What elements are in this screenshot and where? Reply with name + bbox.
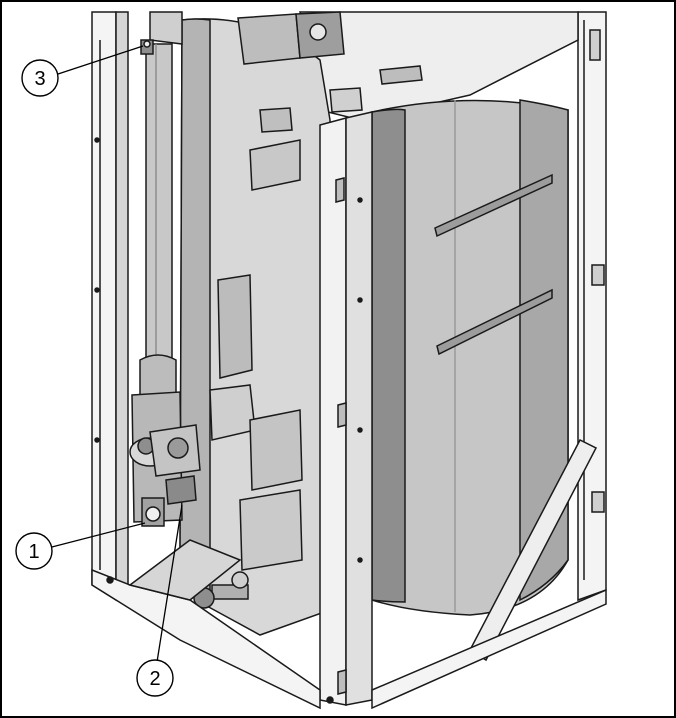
left-tank [179, 18, 331, 636]
callout-1: 1 [15, 532, 53, 570]
top-header-unit [149, 11, 345, 65]
front-frame-post [319, 111, 373, 706]
leader-line-1 [47, 522, 146, 549]
pump-assembly [129, 391, 201, 527]
right-tank [371, 99, 569, 616]
leader-lines [47, 45, 183, 663]
callout-label-3: 3 [34, 68, 45, 90]
left-frame-post [91, 11, 129, 606]
right-frame-post [577, 11, 607, 602]
leader-line-2 [156, 504, 183, 663]
callout-3: 3 [21, 59, 59, 97]
callout-label-1: 1 [28, 541, 39, 563]
vertical-pipe [139, 43, 177, 404]
base-frame [91, 539, 607, 710]
callout-2: 2 [136, 659, 174, 697]
callout-label-2: 2 [149, 668, 160, 690]
leader-line-3 [57, 45, 144, 75]
bleed-valve [140, 39, 154, 55]
